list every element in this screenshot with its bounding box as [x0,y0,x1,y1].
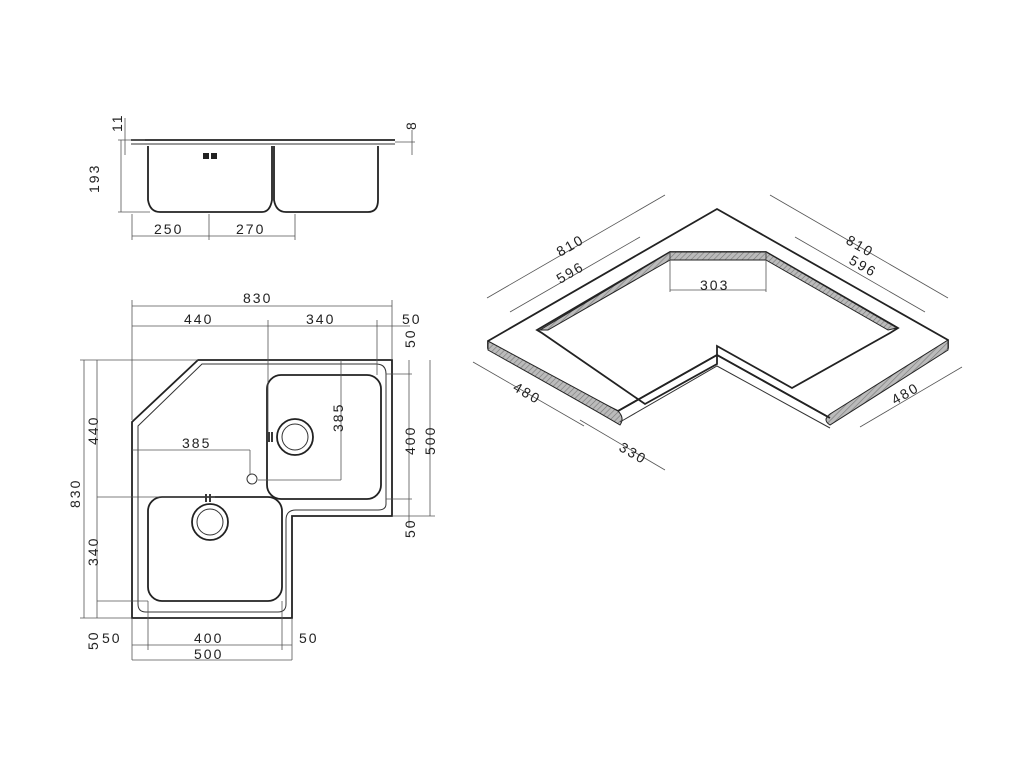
dim-left-depth: 480 [511,379,544,408]
dim-bottom-margin-right: 50 [402,518,418,538]
side-view: 11 8 193 250 270 [86,113,419,240]
dim-right-margin: 50 [402,311,422,327]
dim-front-inner: 330 [617,439,650,468]
dim-drain-offset-y: 385 [330,403,346,432]
dim-lower-bowl-width: 400 [194,630,223,646]
dim-outer-left: 810 [554,231,587,260]
dim-upper-height: 440 [85,416,101,445]
dim-lower-wing-width: 500 [194,646,223,662]
dim-lip: 11 [109,113,125,132]
dim-depth: 193 [86,164,102,193]
dim-total-height: 830 [67,479,83,508]
dim-right-wing-height: 500 [422,426,438,455]
dim-left-bowl: 250 [154,221,183,237]
dim-back-edge: 303 [700,277,729,293]
dim-top-margin: 50 [402,328,418,348]
dim-right-bowl-width: 340 [306,311,335,327]
dim-right-margin-bottom: 50 [299,630,319,646]
dim-total-width: 830 [243,290,272,306]
dim-lower-bowl-height: 340 [85,537,101,566]
dim-bottom-margin: 50 [85,630,101,650]
dim-flange: 8 [403,120,419,130]
dim-drain-offset-x: 385 [182,435,211,451]
dim-right-bowl-height: 400 [402,426,418,455]
dim-left-section: 440 [184,311,213,327]
cutout-view: 810 596 810 596 303 480 480 330 [472,194,963,471]
top-view: 830 440 340 50 50 400 500 50 385 385 830… [67,290,438,662]
dim-left-margin-bottom: 50 [102,630,122,646]
dim-right-bowl: 270 [236,221,265,237]
dim-inner-left: 596 [554,258,587,287]
